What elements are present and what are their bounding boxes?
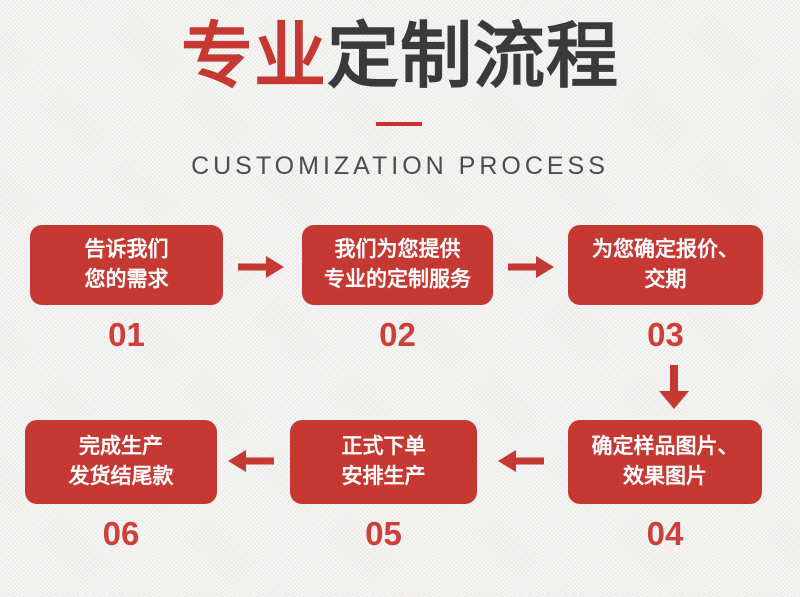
arrow-left-icon (498, 450, 544, 472)
step-05-line1: 正式下单 (341, 435, 426, 458)
step-02-line1: 我们为您提供 (334, 238, 461, 261)
arrow-right-glyph (238, 256, 284, 278)
step-04-line1: 确定样品图片、 (591, 435, 739, 458)
title-divider (376, 122, 422, 126)
arrow-right-icon (508, 256, 554, 278)
step-03-number: 03 (647, 316, 684, 353)
step-01-line1: 告诉我们 (84, 238, 169, 261)
arrow-down-icon (659, 365, 689, 409)
step-03-line2: 交期 (644, 268, 687, 291)
step-01-line2: 您的需求 (84, 268, 169, 291)
arrow-down-glyph (659, 365, 689, 409)
step-05-line2: 安排生产 (341, 465, 426, 488)
step-04: 确定样品图片、 效果图片 04 (568, 420, 762, 550)
step-05-number: 05 (365, 515, 402, 552)
step-02-box: 我们为您提供 专业的定制服务 (302, 225, 493, 305)
title-highlight: 专业 (180, 17, 327, 97)
arrow-left-glyph (228, 450, 274, 472)
step-05: 正式下单 安排生产 05 (290, 420, 477, 550)
arrow-right-glyph (508, 256, 554, 278)
step-03: 为您确定报价、 交期 03 (568, 225, 763, 351)
arrow-right-icon (238, 256, 284, 278)
step-05-box: 正式下单 安排生产 (290, 420, 477, 504)
step-02-line2: 专业的定制服务 (324, 268, 471, 291)
page-title: 专业定制流程 (0, 14, 800, 100)
step-06-box: 完成生产 发货结尾款 (25, 420, 217, 504)
step-03-box: 为您确定报价、 交期 (568, 225, 763, 305)
arrow-left-glyph (498, 450, 544, 472)
step-06-line1: 完成生产 (79, 435, 163, 458)
step-04-line2: 效果图片 (623, 465, 707, 488)
arrow-left-icon (228, 450, 274, 472)
step-01: 告诉我们 您的需求 01 (30, 225, 223, 351)
step-06-number: 06 (102, 515, 140, 552)
title-rest: 定制流程 (327, 17, 620, 97)
step-03-line1: 为您确定报价、 (592, 238, 739, 261)
step-01-box: 告诉我们 您的需求 (30, 225, 223, 305)
step-02: 我们为您提供 专业的定制服务 02 (302, 225, 493, 351)
step-06: 完成生产 发货结尾款 06 (25, 420, 217, 550)
step-04-box: 确定样品图片、 效果图片 (568, 420, 762, 504)
step-01-number: 01 (108, 316, 145, 353)
step-02-number: 02 (379, 316, 416, 353)
step-06-line2: 发货结尾款 (68, 465, 174, 488)
subtitle: CUSTOMIZATION PROCESS (191, 152, 609, 180)
step-04-number: 04 (646, 515, 684, 552)
